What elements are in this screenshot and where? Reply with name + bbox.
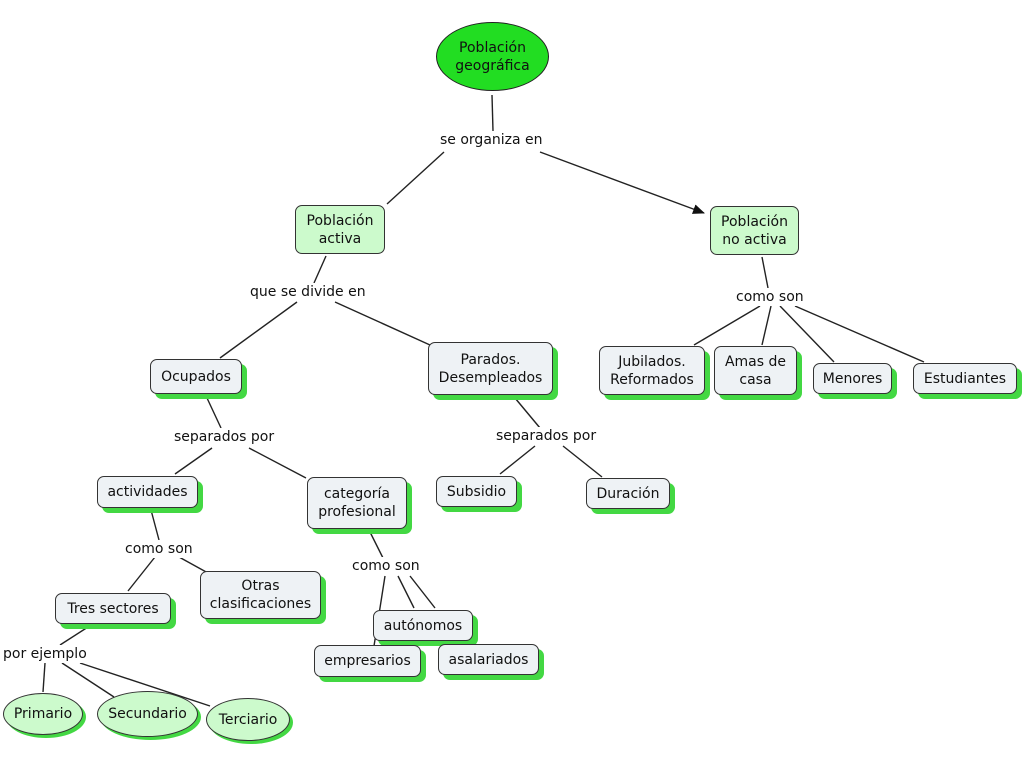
node-poblacion-geografica[interactable]: Población geográfica <box>436 22 549 91</box>
node-menores[interactable]: Menores <box>813 363 892 394</box>
node-subsidio[interactable]: Subsidio <box>436 476 517 507</box>
node-terciario[interactable]: Terciario <box>206 698 290 741</box>
node-otras-clasificaciones[interactable]: Otras clasificaciones <box>200 571 321 619</box>
node-poblacion-no-activa[interactable]: Población no activa <box>710 206 799 255</box>
node-empresarios[interactable]: empresarios <box>314 645 421 677</box>
node-secundario[interactable]: Secundario <box>97 691 198 737</box>
link-separados-por-parados: separados por <box>494 427 599 445</box>
node-actividades[interactable]: actividades <box>97 476 198 508</box>
node-amas-de-casa[interactable]: Amas de casa <box>714 346 797 395</box>
node-poblacion-activa[interactable]: Población activa <box>295 205 385 254</box>
link-separados-por-ocupados: separados por <box>172 428 277 446</box>
node-categoria-profesional[interactable]: categoría profesional <box>307 477 407 529</box>
node-duracion[interactable]: Duración <box>586 478 670 509</box>
link-como-son-categoria: como son <box>350 557 422 575</box>
link-como-son-actividades: como son <box>123 540 195 558</box>
node-asalariados[interactable]: asalariados <box>438 644 539 675</box>
node-tres-sectores[interactable]: Tres sectores <box>55 593 171 624</box>
node-estudiantes[interactable]: Estudiantes <box>913 363 1017 394</box>
node-jubilados-reformados[interactable]: Jubilados. Reformados <box>599 346 705 395</box>
node-primario[interactable]: Primario <box>3 693 83 735</box>
node-ocupados[interactable]: Ocupados <box>150 359 242 394</box>
link-por-ejemplo: por ejemplo <box>1 645 89 663</box>
link-como-son-no-activa: como son <box>734 288 806 306</box>
link-que-se-divide-en: que se divide en <box>248 283 368 301</box>
node-parados-desempleados[interactable]: Parados. Desempleados <box>428 342 553 395</box>
node-autonomos[interactable]: autónomos <box>373 610 473 641</box>
link-se-organiza-en: se organiza en <box>438 131 545 149</box>
